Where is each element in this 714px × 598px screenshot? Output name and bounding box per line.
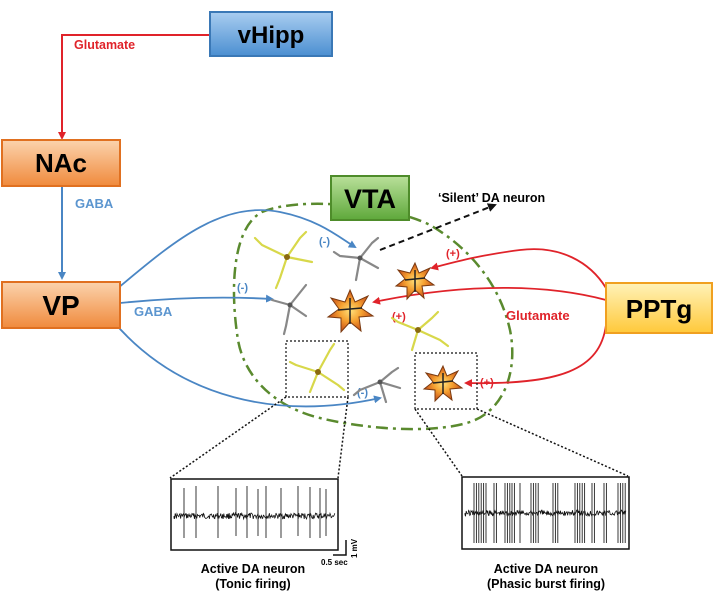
- phasic-firing-trace: [464, 483, 627, 543]
- vp-to-middle-neuron-arrow: [119, 294, 274, 304]
- nac-label: NAc: [35, 148, 87, 178]
- vta-box: VTA: [330, 175, 410, 221]
- pptg-label: PPTg: [626, 294, 692, 324]
- tonic-baseline: [173, 511, 336, 521]
- tonic-da-neuron-boxed: [288, 342, 346, 394]
- scale-bar: [333, 540, 347, 556]
- phasic-caption-line1: Active DA neuron: [493, 562, 599, 576]
- pptg-to-lower-star-arrow: [464, 324, 607, 388]
- vp-to-bottom-neuron-arrow: [111, 319, 382, 408]
- phasic-zoom-leader-left: [414, 408, 463, 477]
- tonic-caption: Active DA neuron (Tonic firing): [178, 562, 328, 592]
- tonic-zoom-leader-right: [337, 396, 349, 479]
- inhibition-sign-top: (-): [319, 236, 330, 248]
- gaba-label-vp: GABA: [134, 304, 173, 319]
- tonic-firing-trace: [173, 486, 336, 538]
- phasic-da-neuron-middle: [326, 288, 375, 334]
- gaba-label-nac: GABA: [75, 196, 114, 211]
- phasic-zoom-box: [414, 352, 478, 410]
- excitation-sign-lower: (+): [480, 377, 494, 389]
- vp-to-top-neuron-arrow: [117, 209, 357, 289]
- phasic-baseline: [464, 509, 627, 517]
- phasic-da-neuron-boxed: [422, 364, 464, 403]
- tonic-da-neuron-right: [390, 310, 450, 352]
- tonic-caption-line2: (Tonic firing): [215, 577, 291, 591]
- silent-neuron-arrow: [379, 203, 497, 251]
- phasic-caption-line2: (Phasic burst firing): [486, 577, 606, 591]
- vhipp-box: vHipp: [209, 11, 333, 57]
- excitation-sign-upper: (+): [446, 248, 460, 260]
- glutamate-label-vhipp: Glutamate: [74, 38, 135, 52]
- phasic-da-neuron-upper: [394, 261, 436, 301]
- silent-neuron-label: ‘Silent’ DA neuron: [438, 191, 545, 205]
- scale-bar-mv-label: 1 mV: [350, 538, 359, 558]
- vhipp-label: vHipp: [238, 22, 305, 49]
- vta-label: VTA: [344, 184, 396, 214]
- silent-da-neuron-top: [332, 236, 380, 282]
- scale-bar-sec-label: 0.5 sec: [321, 558, 348, 567]
- tonic-caption-line1: Active DA neuron: [200, 562, 306, 576]
- inhibition-sign-bottom: (-): [357, 387, 368, 399]
- tonic-zoom-leader-left: [169, 396, 287, 479]
- phasic-caption: Active DA neuron (Phasic burst firing): [458, 562, 634, 592]
- inhibition-sign-middle: (-): [237, 282, 248, 294]
- vp-label: VP: [42, 290, 79, 321]
- glutamate-label-pptg: Glutamate: [506, 308, 570, 323]
- tonic-da-neuron-top: [253, 230, 314, 290]
- pptg-box: PPTg: [605, 282, 713, 334]
- pptg-to-upper-star-arrow: [430, 248, 607, 289]
- silent-da-neuron-bottom: [352, 366, 402, 404]
- vhipp-to-nac-arrow: [58, 34, 210, 140]
- excitation-sign-middle: (+): [392, 311, 406, 323]
- vta-region-outline: [232, 202, 514, 431]
- vp-box: VP: [1, 281, 121, 329]
- tonic-zoom-box: [285, 340, 349, 398]
- phasic-zoom-leader-right: [476, 408, 629, 477]
- nac-box: NAc: [1, 139, 121, 187]
- silent-da-neuron-middle: [270, 283, 308, 336]
